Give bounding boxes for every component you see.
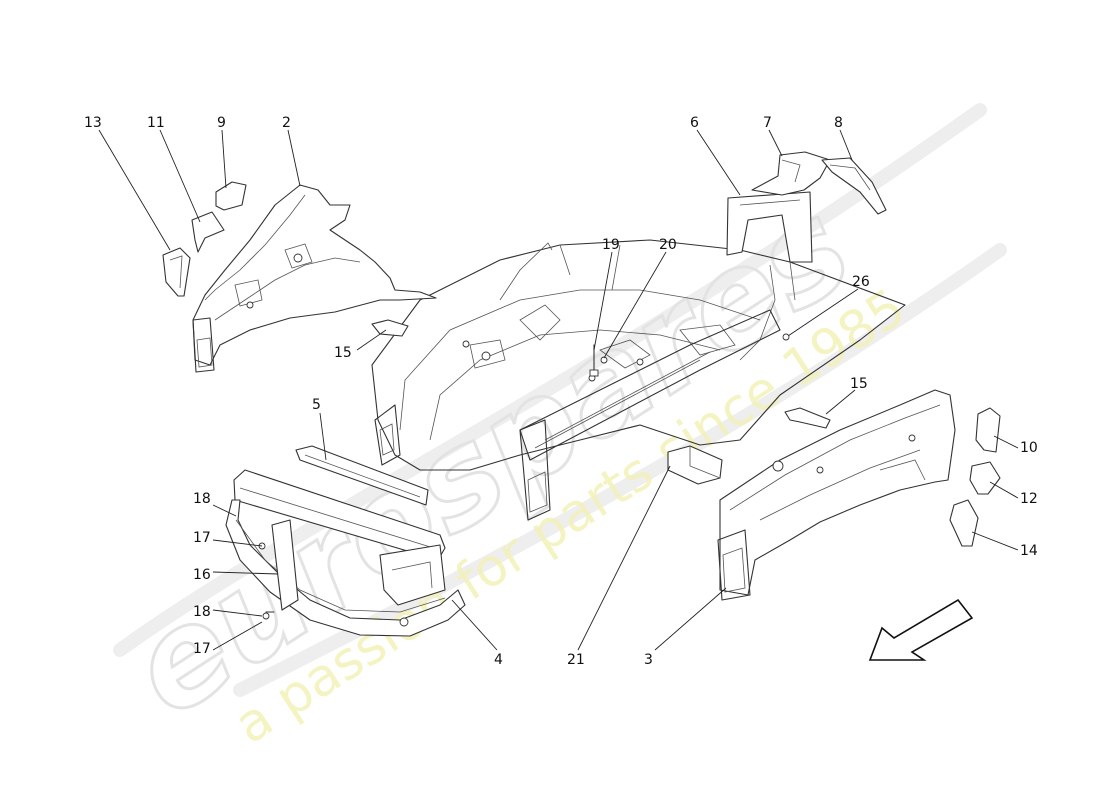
callout-5: 5 xyxy=(312,397,321,413)
callout-11: 11 xyxy=(147,115,165,131)
bracket-13 xyxy=(162,247,191,297)
front-bumper-frame xyxy=(225,469,466,637)
callout-9: 9 xyxy=(217,115,226,131)
callout-labels: 13 11 9 2 6 7 8 19 20 26 15 15 5 10 12 1… xyxy=(84,115,1038,668)
arch-panel xyxy=(726,191,813,263)
small-brackets-right xyxy=(949,407,1001,547)
callout-18-lower: 18 xyxy=(193,604,211,620)
callout-15-left: 15 xyxy=(334,345,352,361)
callout-17-lower: 17 xyxy=(193,641,211,657)
callout-20: 20 xyxy=(659,237,677,253)
callout-12: 12 xyxy=(1020,491,1038,507)
watermark-logo: eurospares xyxy=(104,171,876,746)
bracket-14 xyxy=(949,499,979,547)
floor-pan-assembly xyxy=(371,239,906,521)
front-left-structure xyxy=(192,184,437,373)
bracket-10 xyxy=(975,407,1001,453)
plate-15-left xyxy=(371,319,409,337)
callout-15-right: 15 xyxy=(850,376,868,392)
callout-14: 14 xyxy=(1020,543,1038,559)
callout-6: 6 xyxy=(690,115,699,131)
callout-2: 2 xyxy=(282,115,291,131)
callout-17-upper: 17 xyxy=(193,530,211,546)
callout-3: 3 xyxy=(644,652,653,668)
callout-8: 8 xyxy=(834,115,843,131)
plate-15-right xyxy=(784,407,831,429)
leader-lines xyxy=(98,129,1019,651)
callout-26: 26 xyxy=(852,274,870,290)
callout-16: 16 xyxy=(193,567,211,583)
callout-13: 13 xyxy=(84,115,102,131)
callout-19: 19 xyxy=(602,237,620,253)
right-front-rail xyxy=(717,389,956,601)
callout-7: 7 xyxy=(763,115,772,131)
front-direction-arrow-icon xyxy=(868,598,974,661)
callout-4: 4 xyxy=(494,652,503,668)
front-crossbar xyxy=(295,445,429,506)
upper-rear-brackets xyxy=(751,151,887,215)
callout-10: 10 xyxy=(1020,440,1038,456)
bracket-12 xyxy=(969,461,1001,495)
bracket-11 xyxy=(191,211,225,253)
callout-18-upper: 18 xyxy=(193,491,211,507)
callout-21: 21 xyxy=(567,652,585,668)
duct-21 xyxy=(667,445,723,485)
bracket-9 xyxy=(215,181,247,211)
